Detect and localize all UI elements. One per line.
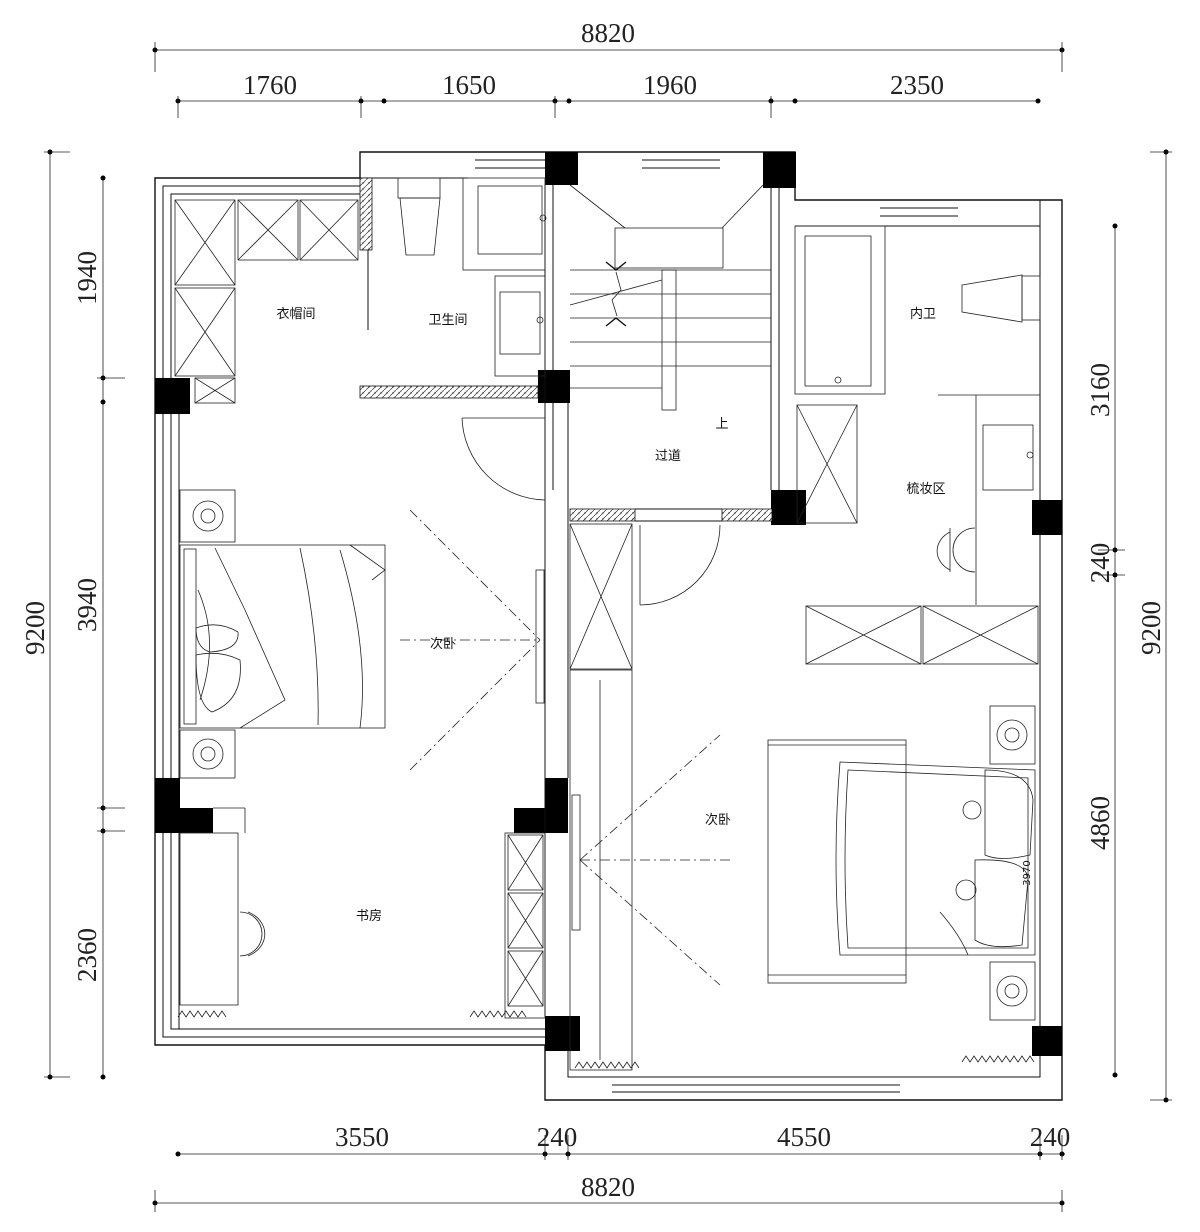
room-label-corridor: 过道 <box>655 449 681 464</box>
bed-dimension-note: 3970 <box>1022 860 1033 885</box>
dim-bottom-4: 240 <box>1030 1122 1071 1152</box>
room-label-bedroom-left: 次卧 <box>430 636 456 652</box>
room-label-bathroom: 卫生间 <box>428 313 467 328</box>
room-label-vanity: 梳妆区 <box>906 482 945 497</box>
dim-top-4: 2350 <box>890 70 944 100</box>
room-label-study: 书房 <box>356 908 382 924</box>
room-label-inner-bath: 内卫 <box>910 306 936 322</box>
dim-top-3: 1960 <box>643 70 697 100</box>
room-label-bedroom-right: 次卧 <box>705 812 731 828</box>
cloakroom-wardrobes <box>174 199 359 404</box>
dim-right-1: 3160 <box>1085 363 1115 417</box>
dim-top-total: 8820 <box>581 18 635 48</box>
dimension-lines <box>44 42 1172 1212</box>
right-bedroom-furniture <box>177 523 1036 1071</box>
dim-right-2: 240 <box>1085 543 1115 584</box>
doors <box>461 417 721 606</box>
interior-walls <box>178 177 780 1029</box>
room-label-cloakroom: 衣帽间 <box>276 306 315 322</box>
dim-bottom-2: 240 <box>537 1122 578 1152</box>
dim-left-1: 1940 <box>72 251 102 305</box>
structural-columns <box>155 152 1062 1056</box>
dim-left-3: 2360 <box>72 928 102 982</box>
dim-bottom-total: 8820 <box>581 1172 635 1202</box>
stair-up-label: 上 <box>715 417 728 432</box>
dim-right-total: 9200 <box>1136 601 1166 655</box>
dim-bottom-3: 4550 <box>777 1122 831 1152</box>
dim-top-2: 1650 <box>442 70 496 100</box>
exterior-walls <box>154 151 1063 1101</box>
staircase <box>569 184 771 411</box>
left-bedroom-furniture <box>179 489 546 1019</box>
dim-left-2: 3940 <box>72 578 102 632</box>
dim-bottom-1: 3550 <box>335 1122 389 1152</box>
bathroom-fixtures <box>397 177 1041 665</box>
dim-top-1: 1760 <box>243 70 297 100</box>
dim-right-3: 4860 <box>1085 796 1115 850</box>
dim-left-total: 9200 <box>20 601 50 655</box>
